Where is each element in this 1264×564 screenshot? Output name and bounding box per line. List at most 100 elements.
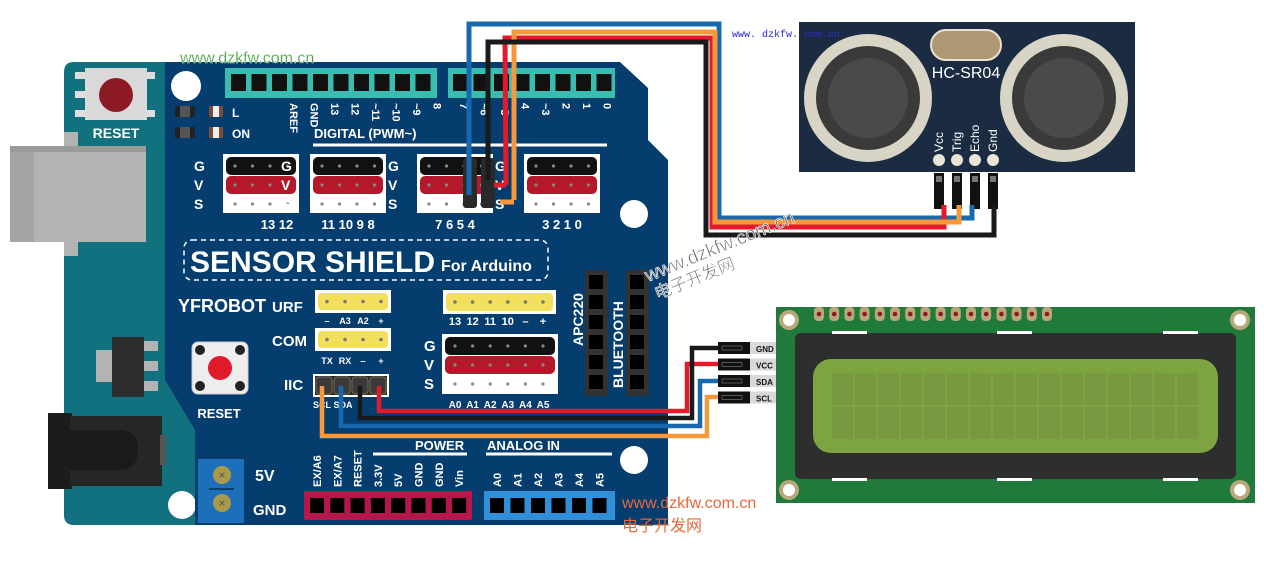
gvs-pin[interactable] bbox=[355, 202, 359, 206]
gvs-pin[interactable] bbox=[444, 183, 449, 187]
gvs-pin[interactable] bbox=[372, 183, 377, 187]
gvs-pin[interactable] bbox=[444, 164, 449, 168]
gvs-pin[interactable] bbox=[586, 164, 591, 168]
header-pin[interactable] bbox=[473, 74, 489, 91]
gvs-pin[interactable] bbox=[320, 202, 324, 206]
header-pin[interactable] bbox=[470, 300, 475, 304]
header-pin[interactable] bbox=[379, 337, 383, 342]
header-pin[interactable] bbox=[411, 498, 426, 513]
gvs-pin[interactable] bbox=[534, 202, 538, 206]
gvs-pin[interactable] bbox=[285, 183, 290, 187]
header-pin[interactable] bbox=[596, 74, 612, 91]
header-pin[interactable] bbox=[551, 498, 566, 513]
gvs-pin[interactable] bbox=[551, 202, 556, 206]
gvs-pin[interactable] bbox=[569, 202, 573, 206]
gvs-pin[interactable] bbox=[453, 363, 457, 367]
gvs-pin[interactable] bbox=[444, 202, 449, 206]
gvs-pin[interactable] bbox=[541, 344, 545, 348]
gvs-pin[interactable] bbox=[337, 183, 342, 187]
header-pin[interactable] bbox=[589, 335, 603, 349]
gvs-pin[interactable] bbox=[569, 183, 573, 187]
header-pin[interactable] bbox=[630, 315, 644, 329]
header-pin[interactable] bbox=[370, 498, 385, 513]
header-pin[interactable] bbox=[490, 498, 504, 513]
header-pin[interactable] bbox=[452, 498, 467, 513]
header-pin[interactable] bbox=[630, 275, 644, 289]
gvs-pin[interactable] bbox=[534, 183, 538, 187]
header-pin[interactable] bbox=[541, 300, 545, 304]
gvs-pin[interactable] bbox=[268, 183, 272, 187]
header-pin[interactable] bbox=[576, 74, 591, 91]
gvs-pin[interactable] bbox=[453, 382, 457, 386]
header-pin[interactable] bbox=[374, 74, 390, 91]
header-pin[interactable] bbox=[535, 74, 550, 91]
gvs-pin[interactable] bbox=[233, 202, 237, 206]
header-pin[interactable] bbox=[361, 337, 365, 342]
gvs-pin[interactable] bbox=[586, 202, 591, 206]
header-pin[interactable] bbox=[589, 355, 603, 369]
gvs-pin[interactable] bbox=[506, 363, 510, 367]
header-pin[interactable] bbox=[272, 74, 287, 91]
header-pin[interactable] bbox=[330, 498, 345, 513]
gvs-pin[interactable] bbox=[541, 382, 545, 386]
header-pin[interactable] bbox=[333, 74, 349, 91]
gvs-pin[interactable] bbox=[488, 344, 492, 348]
gvs-pin[interactable] bbox=[488, 363, 492, 367]
header-pin[interactable] bbox=[592, 498, 607, 513]
gvs-pin[interactable] bbox=[523, 382, 528, 386]
gvs-pin[interactable] bbox=[250, 183, 255, 187]
gvs-pin[interactable] bbox=[337, 202, 342, 206]
gvs-pin[interactable] bbox=[523, 363, 528, 367]
gvs-pin[interactable] bbox=[233, 164, 237, 168]
header-pin[interactable] bbox=[523, 300, 528, 304]
gvs-pin[interactable] bbox=[506, 382, 510, 386]
header-pin[interactable] bbox=[313, 74, 328, 91]
gvs-pin[interactable] bbox=[488, 382, 492, 386]
gvs-pin[interactable] bbox=[541, 363, 545, 367]
gvs-pin[interactable] bbox=[355, 183, 359, 187]
header-pin[interactable] bbox=[630, 355, 644, 369]
arduino-reset-button[interactable] bbox=[75, 68, 155, 120]
header-pin[interactable] bbox=[354, 74, 369, 91]
header-pin[interactable] bbox=[343, 299, 347, 304]
header-pin[interactable] bbox=[310, 498, 324, 513]
gvs-pin[interactable] bbox=[372, 202, 377, 206]
header-pin[interactable] bbox=[231, 74, 246, 91]
header-pin[interactable] bbox=[531, 498, 545, 513]
header-pin[interactable] bbox=[350, 498, 365, 513]
gvs-pin[interactable] bbox=[427, 164, 431, 168]
header-pin[interactable] bbox=[630, 375, 644, 389]
header-pin[interactable] bbox=[325, 337, 329, 342]
header-pin[interactable] bbox=[361, 299, 365, 304]
header-pin[interactable] bbox=[589, 375, 603, 389]
gvs-pin[interactable] bbox=[471, 363, 475, 367]
gvs-pin[interactable] bbox=[268, 164, 272, 168]
gvs-pin[interactable] bbox=[427, 202, 431, 206]
gvs-pin[interactable] bbox=[453, 344, 457, 348]
header-pin[interactable] bbox=[251, 74, 267, 91]
gvs-pin[interactable] bbox=[586, 183, 591, 187]
header-pin[interactable] bbox=[379, 299, 383, 304]
header-pin[interactable] bbox=[415, 74, 431, 91]
header-pin[interactable] bbox=[343, 337, 347, 342]
gvs-pin[interactable] bbox=[534, 164, 538, 168]
gvs-pin[interactable] bbox=[569, 164, 573, 168]
gvs-pin[interactable] bbox=[233, 183, 237, 187]
shield-reset-button[interactable] bbox=[191, 341, 249, 395]
gvs-pin[interactable] bbox=[471, 382, 475, 386]
header-pin[interactable] bbox=[488, 300, 493, 304]
gvs-pin[interactable] bbox=[471, 344, 475, 348]
header-pin[interactable] bbox=[630, 295, 644, 309]
gvs-pin[interactable] bbox=[320, 164, 324, 168]
gvs-pin[interactable] bbox=[523, 344, 528, 348]
gvs-pin[interactable] bbox=[337, 164, 342, 168]
header-pin[interactable] bbox=[510, 498, 525, 513]
header-pin[interactable] bbox=[555, 74, 571, 91]
header-pin[interactable] bbox=[630, 335, 644, 349]
gvs-pin[interactable] bbox=[551, 164, 556, 168]
header-pin[interactable] bbox=[453, 74, 468, 91]
header-pin[interactable] bbox=[514, 74, 530, 91]
header-pin[interactable] bbox=[589, 315, 603, 329]
gvs-pin[interactable] bbox=[250, 164, 255, 168]
header-pin[interactable] bbox=[292, 74, 308, 91]
